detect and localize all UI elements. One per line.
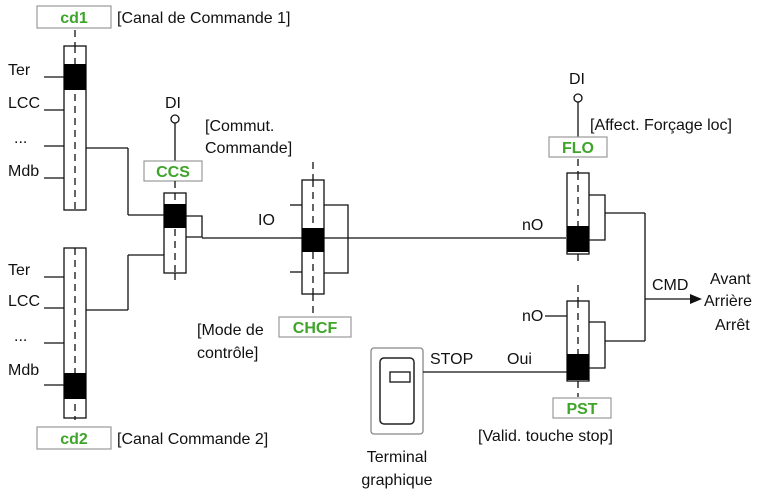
output-avant: Avant <box>710 271 751 288</box>
pst-code: PST <box>566 401 597 418</box>
ccs-code: CCS <box>156 164 190 181</box>
flo-label: [Affect. Forçage loc] <box>590 117 732 134</box>
output-arriere: Arrière <box>704 293 752 310</box>
ch2-input-ter: Ter <box>8 262 31 279</box>
chcf-code: CHCF <box>293 320 338 337</box>
ch1-input-lcc: LCC <box>8 95 40 112</box>
ccs-label-1: [Commut. <box>205 118 274 135</box>
cmd-label: CMD <box>652 277 688 294</box>
ch2-input-mdb: Mdb <box>8 362 39 379</box>
ccs-code-box <box>143 160 203 182</box>
chcf-label-1: [Mode de <box>197 322 264 339</box>
ccs-switch <box>163 181 290 285</box>
chcf-switch <box>290 162 349 316</box>
oui-label: Oui <box>507 351 532 368</box>
stop-label: STOP <box>430 351 473 368</box>
flo-no-label: nO <box>522 217 543 234</box>
pst-switch <box>566 285 645 397</box>
ch1-input-mdb: Mdb <box>8 163 39 180</box>
chcf-label-2: contrôle] <box>197 345 258 362</box>
ccs-di-label: DI <box>165 95 181 112</box>
io-label: IO <box>258 212 275 229</box>
pst-label: [Valid. touche stop] <box>478 428 613 445</box>
terminal-label-2: graphique <box>361 472 432 489</box>
cd2-label: [Canal Commande 2] <box>117 431 268 448</box>
channel1-selector <box>63 30 128 211</box>
ch1-input-ter: Ter <box>8 62 31 79</box>
pst-no-label: nO <box>522 308 543 325</box>
cd1-label: [Canal de Commande 1] <box>117 10 290 27</box>
flo-di-label: DI <box>569 71 585 88</box>
ch2-input-more: ... <box>14 328 27 345</box>
cd2-code-box <box>36 426 112 450</box>
channel2-selector <box>63 247 128 420</box>
cmd-arrow-icon <box>690 294 702 304</box>
terminal-label-1: Terminal <box>367 449 427 466</box>
terminal-icon <box>370 347 424 435</box>
ccs-label-2: Commande] <box>205 140 292 157</box>
cd2-code: cd2 <box>60 431 88 448</box>
cd1-code-box <box>36 5 112 29</box>
flo-switch <box>566 159 645 266</box>
flo-code: FLO <box>562 140 594 157</box>
pst-code-box <box>552 397 612 419</box>
ch2-input-lcc: LCC <box>8 293 40 310</box>
output-arret: Arrêt <box>715 317 750 334</box>
chcf-code-box <box>278 316 352 338</box>
cd1-code: cd1 <box>60 10 88 27</box>
ch1-input-more: ... <box>14 130 27 147</box>
flo-code-box <box>548 136 608 158</box>
